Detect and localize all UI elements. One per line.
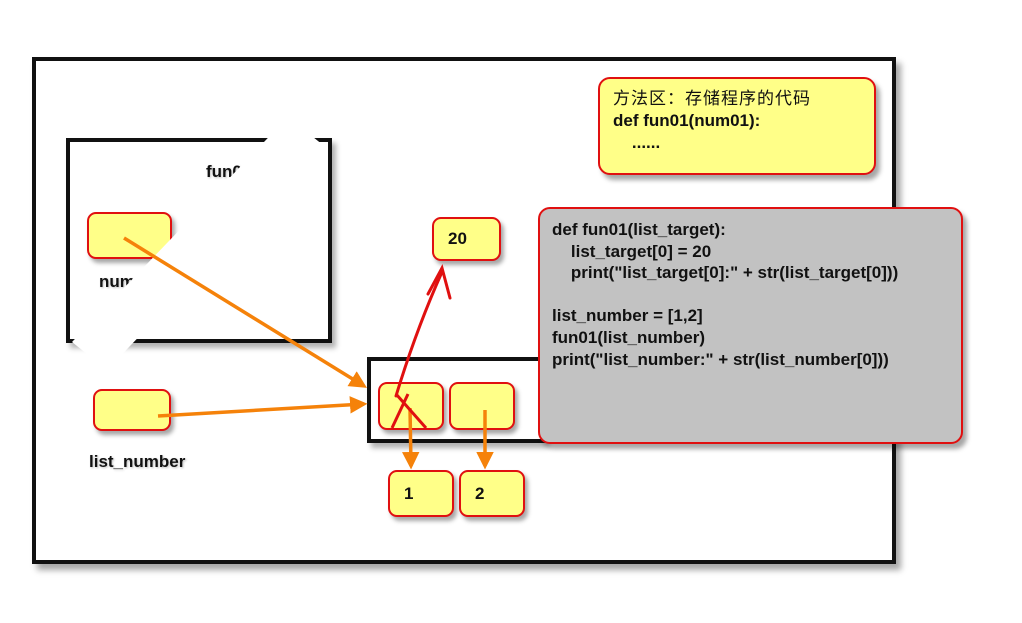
method-area-body: ...... bbox=[613, 133, 661, 152]
list-number-label: list_number bbox=[89, 452, 186, 471]
value-20-text: 20 bbox=[448, 229, 467, 248]
slot0-to-1-arrow bbox=[402, 407, 420, 470]
code-line: print("list_target[0]:" + str(list_targe… bbox=[552, 263, 899, 283]
method-area-note: 方法区：存储程序的代码 def fun01(num01): ...... bbox=[598, 77, 876, 175]
code-line: print("list_number:" + str(list_number[0… bbox=[552, 349, 889, 369]
method-area-title: 方法区：存储程序的代码 bbox=[613, 89, 811, 109]
value-1-box: 1 bbox=[388, 470, 454, 517]
reassign-arrow bbox=[394, 263, 452, 398]
strike-x-mark bbox=[390, 393, 428, 429]
code-panel: def fun01(list_target): list_target[0] =… bbox=[538, 207, 963, 444]
value-1-text: 1 bbox=[404, 483, 414, 503]
code-line: fun01(list_number) bbox=[552, 327, 706, 347]
num01-reference-arrow bbox=[123, 236, 367, 388]
num01-variable-box bbox=[87, 212, 172, 259]
code-line: def fun01(list_target): bbox=[552, 220, 726, 239]
list-slot-1 bbox=[449, 382, 515, 430]
value-2-text: 2 bbox=[475, 483, 485, 503]
method-area-signature: def fun01(num01): bbox=[613, 111, 761, 130]
list-number-variable-box bbox=[93, 389, 171, 431]
code-line: list_target[0] = 20 bbox=[552, 241, 712, 261]
value-2-box: 2 bbox=[459, 470, 525, 517]
list-number-reference-arrow bbox=[157, 396, 368, 418]
code-line: list_number = [1,2] bbox=[552, 306, 703, 326]
value-20-box: 20 bbox=[432, 217, 501, 261]
